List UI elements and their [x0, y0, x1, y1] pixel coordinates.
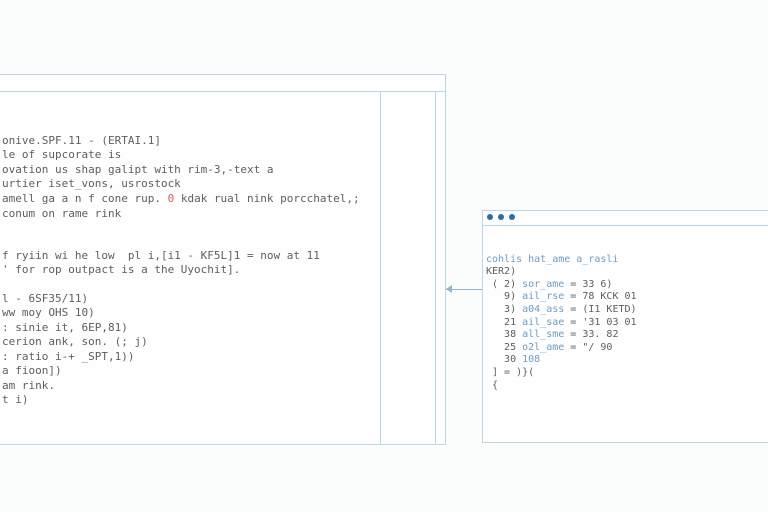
- output-text: ail_rse: [522, 291, 565, 303]
- code-block-3: l - 6SF35/11)ww moy OHS 10): sinie it, 6…: [2, 277, 148, 422]
- code-line: onive.SPF.11 - (ERTAI.1]: [2, 133, 161, 147]
- output-text: KER2): [486, 266, 517, 278]
- code-line: cerion ank, son. (; j): [2, 335, 148, 348]
- output-line: 21 ail_sae = '31 03 01: [486, 316, 637, 330]
- output-line: KER2): [486, 266, 637, 279]
- output-line: 25 o2l_ame = "/ 90: [486, 342, 637, 355]
- output-text: 30: [486, 354, 523, 366]
- output-text: 25: [486, 341, 523, 353]
- code-line: amell ga a n f cone rup. 0 kdak rual nin…: [2, 192, 360, 207]
- arrow-icon: [446, 285, 452, 293]
- output-text: = 78 KCK 01: [564, 291, 637, 303]
- output-title: cohlis hat_ame a_rasli: [486, 253, 619, 265]
- output-text: ( 2): [486, 278, 523, 290]
- code-text: kdak rual nink porcchatel,;: [174, 191, 360, 205]
- output-line: {: [486, 380, 637, 393]
- code-line: f ryiin wi he low pl i,[i1 - KF5L]1 = no…: [2, 248, 320, 262]
- code-editor-window: [0, 74, 446, 445]
- code-text: amell ga a n f cone rup.: [2, 191, 168, 205]
- output-window: [482, 210, 768, 443]
- code-block-1: onive.SPF.11 - (ERTAI.1]le of supcorate …: [2, 119, 360, 236]
- code-line: conum on rame rink: [2, 206, 122, 220]
- output-text: a04_ass: [522, 303, 565, 315]
- output-text: 38: [486, 329, 523, 341]
- code-block-2: f ryiin wi he low pl i,[i1 - KF5L]1 = no…: [2, 234, 320, 292]
- window-dot-icon[interactable]: [498, 214, 504, 220]
- output-text: = "/ 90: [564, 341, 613, 353]
- code-line: a fioon]): [2, 364, 62, 377]
- code-line: le of supcorate is: [2, 148, 122, 162]
- output-text: all_sme: [522, 329, 565, 341]
- output-line: 3) a04_ass = (I1 KETD): [486, 303, 637, 317]
- connector-line: [446, 289, 482, 290]
- editor-gutter-divider: [380, 91, 381, 444]
- output-text: 108: [522, 354, 541, 366]
- window-dot-icon[interactable]: [487, 214, 493, 220]
- output-text: ail_sae: [522, 316, 565, 328]
- output-text: o2l_ame: [522, 341, 565, 353]
- output-text: ] = )}(: [486, 366, 535, 378]
- output-text: = '31 03 01: [564, 316, 637, 328]
- code-line: ' for rop outpact is a the Uyochit].: [2, 263, 241, 277]
- output-line: ] = )}(: [486, 367, 637, 380]
- code-line: l - 6SF35/11): [2, 291, 89, 305]
- output-title-bar: [483, 211, 768, 226]
- output-line: 9) ail_rse = 78 KCK 01: [486, 291, 637, 304]
- code-line: : sinie it, 6EP,81): [2, 320, 128, 334]
- window-dot-icon[interactable]: [509, 214, 515, 220]
- output-text: 21: [486, 316, 523, 328]
- editor-scrollbar[interactable]: [435, 91, 436, 444]
- output-text: sor_ame: [522, 278, 565, 290]
- output-text: 3): [486, 303, 523, 315]
- editor-title-bar: [0, 75, 445, 92]
- highlighted-token: 0: [167, 191, 175, 205]
- output-text: 9): [486, 291, 523, 303]
- output-text: = 33. 82: [564, 329, 619, 341]
- code-line: urtier iset_vons, usrostock: [2, 177, 181, 191]
- code-line: ww moy OHS 10): [2, 306, 95, 319]
- output-line: 38 all_sme = 33. 82: [486, 329, 637, 342]
- code-line: : ratio i-+ _SPT,1)): [2, 349, 135, 363]
- output-text: {: [486, 379, 499, 391]
- code-line: am rink.: [2, 378, 55, 392]
- output-text: = (I1 KETD): [564, 303, 637, 315]
- code-line: ovation us shap galipt with rim-3,-text …: [2, 162, 274, 176]
- output-line: ( 2) sor_ame = 33 6): [486, 279, 637, 292]
- output-line: 30 108: [486, 354, 637, 367]
- output-text: = 33 6): [564, 278, 613, 290]
- code-line: t i): [2, 393, 29, 406]
